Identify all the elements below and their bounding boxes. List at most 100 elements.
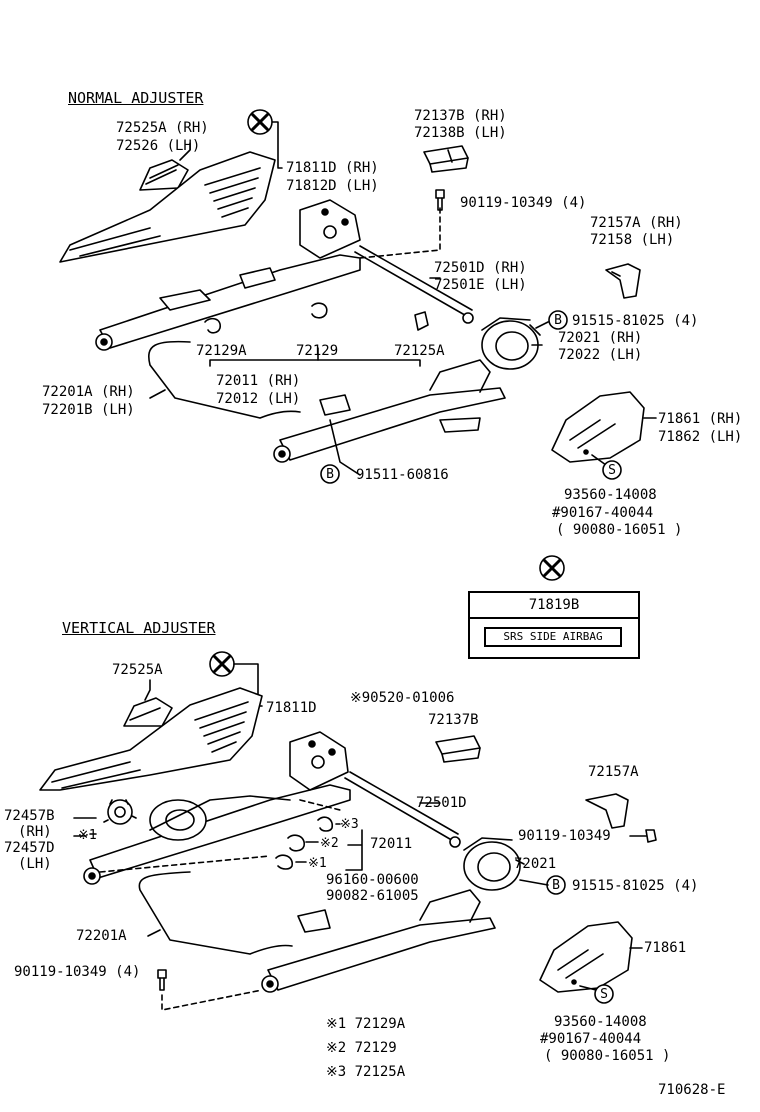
note-1: ※1 72129A: [326, 1016, 406, 1032]
recliner-cover-normal: [551, 391, 645, 463]
label-72201a-v: 72201A: [76, 928, 127, 944]
b-marker-2: [320, 464, 340, 484]
label-72501d-v: 72501D: [416, 795, 467, 811]
label-93560-normal: 93560-14008: [564, 487, 657, 503]
screw-leader-normal: [591, 454, 607, 466]
bolt-normal: [435, 189, 445, 211]
label-72158-lh: 72158 (LH): [590, 232, 675, 248]
towel-bar-normal: [148, 340, 301, 419]
bolt-vertical-a: [645, 829, 657, 843]
label-93560-v: 93560-14008: [554, 1014, 647, 1030]
label-91515-v: 91515-81025 (4): [572, 878, 699, 894]
label-72201b-lh: 72201B (LH): [42, 402, 135, 418]
label-72137b-rh: 72137B (RH): [414, 108, 507, 124]
label-90119-v-b: 90119-10349 (4): [14, 964, 141, 980]
label-71861-v: 71861: [644, 940, 687, 956]
figure-id: 710628-E: [658, 1082, 726, 1098]
vertical-adjuster-title: VERTICAL ADJUSTER: [62, 619, 216, 637]
label-x2: ※2: [320, 836, 339, 851]
label-90080-v: ( 90080-16051 ): [544, 1048, 671, 1064]
knob-leaders: [73, 817, 97, 837]
label-72157a-rh: 72157A (RH): [590, 215, 683, 231]
airbag-label-text: SRS SIDE AIRBAG: [484, 627, 622, 647]
knob-cover-normal: [139, 159, 189, 191]
inner-track-vertical: [261, 889, 496, 993]
label-72457d-lh: (LH): [18, 856, 52, 872]
leader-91511: [329, 419, 361, 476]
inner-track-normal: [273, 359, 506, 463]
label-91511: 91511-60816: [356, 467, 449, 483]
label-72525a-v: 72525A: [112, 662, 163, 678]
knob-cover-vertical: [123, 697, 173, 727]
note-3: ※3 72125A: [326, 1064, 406, 1080]
label-x3: ※3: [340, 817, 359, 832]
label-91515-normal: 91515-81025 (4): [572, 313, 699, 329]
recliner-cover-vertical: [539, 921, 633, 993]
label-90167-v: #90167-40044: [540, 1031, 642, 1047]
label-72021-v: 72021: [514, 856, 557, 872]
not-illustrated-marker-2: [539, 555, 565, 581]
s-marker-1-text: S: [608, 463, 616, 478]
label-72011-v: 72011: [370, 836, 413, 852]
b-marker-2-text: B: [326, 467, 334, 482]
label-72457b: 72457B: [4, 808, 55, 824]
label-72125a-normal: 72125A: [394, 343, 445, 359]
label-90119-normal: 90119-10349 (4): [460, 195, 587, 211]
label-72201a-rh: 72201A (RH): [42, 384, 135, 400]
recliner-vertical: [463, 837, 525, 891]
track-cover-normal: [423, 145, 469, 173]
torsion-rod-vertical: [344, 771, 459, 843]
clip-72129-normal: [311, 302, 328, 319]
b-marker-3-text: B: [552, 878, 560, 893]
label-72525a-rh: 72525A (RH): [116, 120, 209, 136]
seat-cushion-shield-vertical: [39, 687, 263, 791]
seat-track-vertical: [83, 731, 351, 885]
label-72129-normal: 72129: [296, 343, 339, 359]
label-72501d-rh: 72501D (RH): [434, 260, 527, 276]
towel-bar-vertical: [138, 871, 293, 955]
label-72457d: 72457D: [4, 840, 55, 856]
leader-71811d: [267, 121, 283, 169]
label-71812d-lh: 71812D (LH): [286, 178, 379, 194]
clip-72125a-normal: [414, 311, 429, 331]
not-illustrated-marker-3: [209, 651, 235, 677]
s-marker-2-text: S: [600, 987, 608, 1002]
label-knob-x: ※1: [78, 828, 97, 843]
label-71811d-rh: 71811D (RH): [286, 160, 379, 176]
label-72012-lh: 72012 (LH): [216, 391, 301, 407]
cover-clip-vertical: [585, 793, 629, 829]
label-90167-normal: #90167-40044: [552, 505, 654, 521]
clip-v-1: [275, 854, 293, 870]
label-71862-lh: 71862 (LH): [658, 429, 743, 445]
b-marker-1-text: B: [554, 313, 562, 328]
label-71811d-v: 71811D: [266, 700, 317, 716]
track-cover-vertical: [435, 735, 481, 763]
bolt-vertical-b: [157, 969, 167, 991]
seat-cushion-shield-normal: [59, 151, 276, 263]
cover-clip-normal: [605, 263, 641, 299]
label-x1: ※1: [308, 856, 327, 871]
label-72021-rh: 72021 (RH): [558, 330, 643, 346]
label-72011-rh: 72011 (RH): [216, 373, 301, 389]
label-96160: 96160-00600: [326, 872, 419, 888]
clip-group-bracket-normal: [209, 359, 421, 367]
screw-marker-normal: [602, 460, 622, 480]
height-adjust-knob: [103, 799, 137, 825]
label-72137b-v: 72137B: [428, 712, 479, 728]
airbag-label-box: 71819B SRS SIDE AIRBAG: [468, 591, 640, 659]
label-90082: 90082-61005: [326, 888, 419, 904]
bolt-dashline-normal: [359, 207, 441, 259]
label-72129a-normal: 72129A: [196, 343, 247, 359]
not-illustrated-marker-1: [247, 109, 273, 135]
screw-marker-vertical: [594, 984, 614, 1004]
label-72138b-lh: 72138B (LH): [414, 125, 507, 141]
label-90119-v-a: 90119-10349: [518, 828, 611, 844]
normal-adjuster-title: NORMAL ADJUSTER: [68, 89, 204, 107]
label-71861-rh: 71861 (RH): [658, 411, 743, 427]
b-marker-1: [548, 310, 568, 330]
label-90520: ※90520-01006: [350, 690, 455, 706]
label-72457b-rh: (RH): [18, 824, 52, 840]
label-72526-lh: 72526 (LH): [116, 138, 201, 154]
